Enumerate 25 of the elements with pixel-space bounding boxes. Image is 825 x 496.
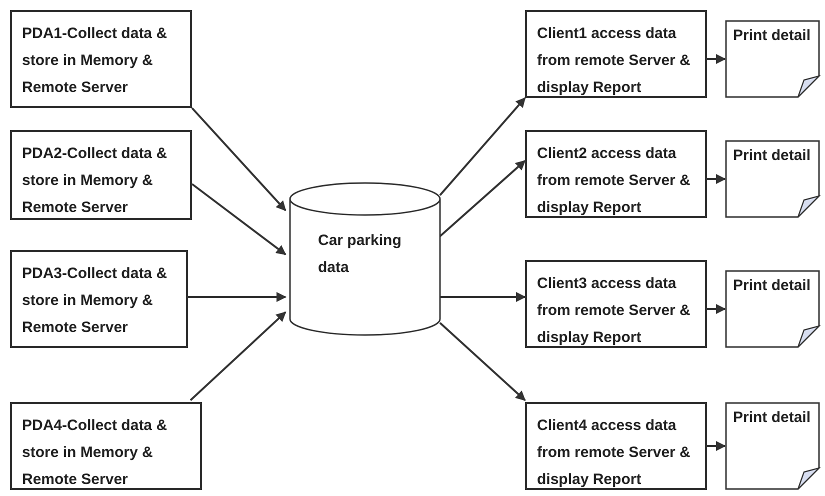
process-box: PDA2-Collect data & store in Memory & Remote Server — [10, 130, 192, 220]
document-label: Print detail — [733, 146, 812, 166]
process-box: Client1 access data from remote Server & display Report — [525, 10, 707, 98]
arrow — [439, 97, 526, 196]
process-box: PDA1-Collect data & store in Memory & Remote Server — [10, 10, 192, 108]
process-box: PDA3-Collect data & store in Memory & Remote Server — [10, 250, 188, 348]
arrow — [440, 292, 526, 302]
arrow — [190, 311, 286, 401]
database-label: Car parking data — [318, 231, 402, 278]
process-box: Client4 access data from remote Server & display Report — [525, 402, 707, 490]
document-label: Print detail — [733, 26, 812, 46]
process-box: Client2 access data from remote Server & display Report — [525, 130, 707, 218]
document-label: Print detail — [733, 408, 812, 428]
document-label: Print detail — [733, 276, 812, 296]
arrow — [439, 160, 526, 237]
arrow — [707, 174, 726, 184]
arrow — [707, 54, 726, 64]
arrow — [439, 322, 526, 401]
arrow — [188, 292, 286, 302]
arrow — [707, 441, 726, 451]
process-box: PDA4-Collect data & store in Memory & Remote Server — [10, 402, 202, 490]
arrow — [191, 183, 286, 256]
arrow — [191, 107, 286, 212]
process-box: Client3 access data from remote Server & display Report — [525, 260, 707, 348]
arrow — [707, 304, 726, 314]
